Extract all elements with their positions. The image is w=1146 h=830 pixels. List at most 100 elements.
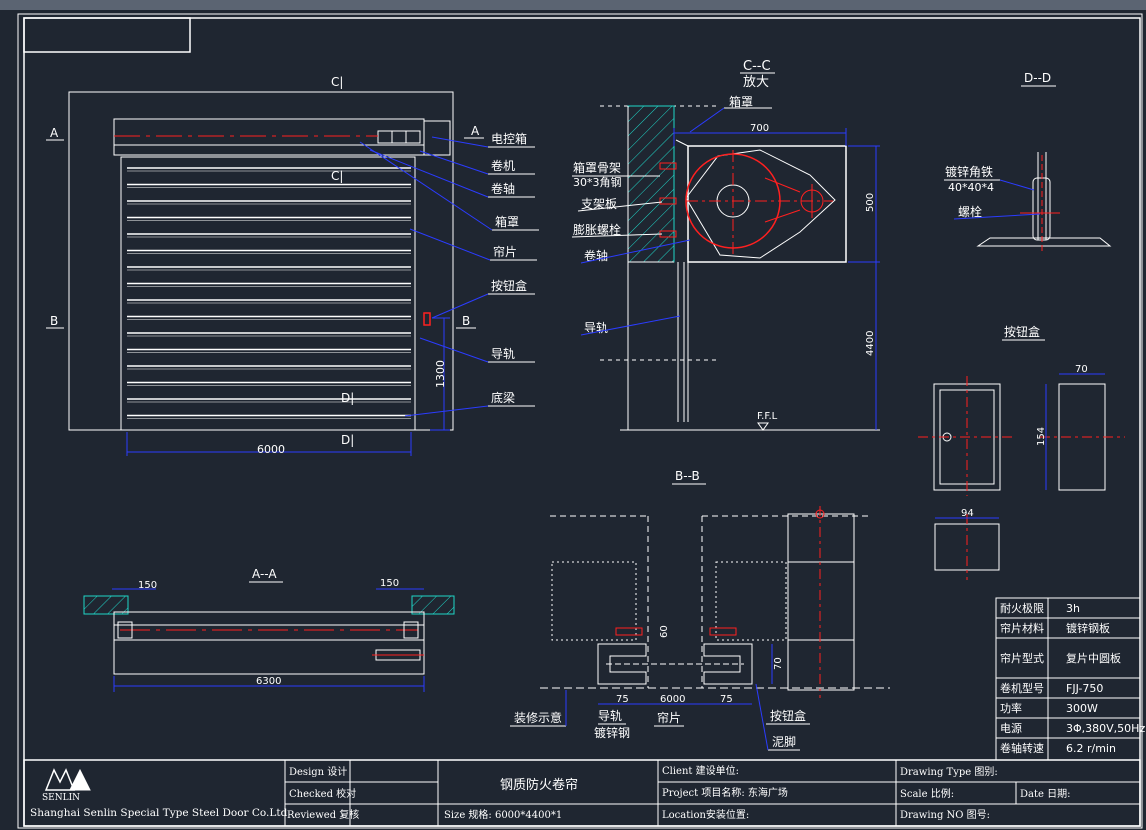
section-dd: D--D 镀锌角铁 40*40*4 螺栓 xyxy=(944,71,1112,252)
front-label-2: 卷机 xyxy=(491,158,515,173)
spec-value-3: 复片中圆板 xyxy=(1066,651,1121,665)
cc-dim-4400: 4400 xyxy=(865,331,876,356)
section-cc: C--C 放大 F.F.L 700 5 xyxy=(571,59,880,431)
spec-value-1: 3h xyxy=(1066,602,1080,615)
front-mark-b-left: B xyxy=(50,314,58,328)
front-section-d-label: D| xyxy=(341,391,354,405)
window-top-bar xyxy=(0,0,1146,10)
front-label-leader xyxy=(431,293,489,319)
tb-size: Size 规格: 6000*4400*1 xyxy=(444,808,562,821)
cc-wall-hatch xyxy=(627,105,675,263)
corner-label-box xyxy=(23,17,191,53)
cc-housing xyxy=(687,145,847,263)
aa-dim-150-right: 150 xyxy=(380,578,399,589)
tb-design: Design 设计 xyxy=(289,765,347,778)
spec-value-6: 3Φ,380V,50Hz xyxy=(1066,722,1145,735)
tb-project: Project 项目名称: 东海广场 xyxy=(662,786,788,799)
tb-drawing-type: Drawing Type 图别: xyxy=(900,766,998,778)
bb-dim-75-left: 75 xyxy=(616,694,629,705)
cc-dim-500: 500 xyxy=(865,193,876,212)
bb-label-decor: 装修示意 xyxy=(514,710,562,725)
cc-title: C--C xyxy=(743,59,771,74)
tb-reviewed: Reviewed 复核 xyxy=(287,808,359,821)
front-label-leader xyxy=(419,150,489,175)
front-section-c2-label: C| xyxy=(331,169,343,183)
front-label-5: 帘片 xyxy=(493,244,517,259)
spec-value-7: 6.2 r/min xyxy=(1066,742,1116,755)
spec-key-7: 卷轴转速 xyxy=(1000,741,1044,755)
cc-subtitle: 放大 xyxy=(743,75,769,90)
cc-ffl: F.F.L xyxy=(757,411,778,422)
front-section-c-label: C| xyxy=(331,75,343,89)
senlin-logo-icon xyxy=(44,768,91,791)
bb-label-slat: 帘片 xyxy=(657,710,681,725)
tb-scale: Scale 比例: xyxy=(900,787,954,800)
curtain-slats xyxy=(127,167,411,419)
front-label-leader xyxy=(431,136,489,148)
bb-dim-70: 70 xyxy=(773,657,784,670)
cc-dim-700: 700 xyxy=(750,123,769,134)
title-block: SENLIN Shanghai Senlin Special Type Stee… xyxy=(23,759,1141,827)
spec-value-2: 镀锌钢板 xyxy=(1066,621,1110,635)
tb-location: Location安装位置: xyxy=(662,808,749,821)
buttonbox-dim-94: 94 xyxy=(961,508,974,519)
front-mark-a-left: A xyxy=(50,126,59,140)
tb-drawing-title: 钢质防火卷帘 xyxy=(500,777,578,793)
cc-label-shaft: 卷轴 xyxy=(584,248,608,263)
front-label-leader xyxy=(409,228,491,261)
spec-value-5: 300W xyxy=(1066,702,1098,715)
bb-dim-75-right: 75 xyxy=(720,694,733,705)
front-mark-b-right: B xyxy=(462,314,470,328)
front-elevation: C| C| D| D| A A B B 6000 1300 电控箱卷机卷轴箱罩帘… xyxy=(46,75,539,456)
tb-checked: Checked 校对 xyxy=(289,787,356,800)
dd-label-angle: 镀锌角铁 xyxy=(945,165,993,179)
spec-key-2: 帘片材料 xyxy=(1000,621,1044,635)
dd-label-bolt: 螺栓 xyxy=(958,204,982,219)
front-mark-a-right: A xyxy=(471,124,480,138)
buttonbox-title: 按钮盒 xyxy=(1004,324,1040,339)
front-dim-button-height: 1300 xyxy=(434,360,447,388)
bb-dim-60: 60 xyxy=(659,625,670,638)
cc-label-rail: 导轨 xyxy=(584,321,608,335)
dd-label-angle-spec: 40*40*4 xyxy=(948,181,994,194)
front-dim-width: 6000 xyxy=(257,443,285,456)
drawing-canvas: C| C| D| D| A A B B 6000 1300 电控箱卷机卷轴箱罩帘… xyxy=(17,13,1145,829)
tb-drawing-no: Drawing NO 图号: xyxy=(900,809,990,821)
aa-dim-150-left: 150 xyxy=(138,580,157,591)
cc-label-frame-spec: 30*3角钢 xyxy=(573,176,622,189)
spec-key-6: 电源 xyxy=(1000,721,1022,735)
aa-title: A--A xyxy=(252,567,277,581)
cc-label-bolt: 膨胀螺栓 xyxy=(573,222,621,237)
bb-label-footing: 泥脚 xyxy=(772,734,796,749)
cc-label-box: 箱罩 xyxy=(729,94,753,109)
spec-key-4: 卷机型号 xyxy=(1000,681,1044,695)
spec-value-4: FJJ-750 xyxy=(1066,682,1103,695)
button-box-detail: 按钮盒 70 154 94 xyxy=(918,324,1125,580)
front-section-d2-label: D| xyxy=(341,433,354,447)
bb-label-buttonbox: 按钮盒 xyxy=(770,708,806,723)
bb-dim-6000: 6000 xyxy=(660,694,685,705)
front-label-6: 按钮盒 xyxy=(491,278,527,293)
cc-label-frame: 箱罩骨架 xyxy=(573,160,621,175)
inner-frame xyxy=(23,17,1141,827)
buttonbox-dim-70: 70 xyxy=(1075,364,1088,375)
bb-title: B--B xyxy=(675,469,700,483)
front-label-leader xyxy=(369,149,489,198)
front-label-4: 箱罩 xyxy=(495,214,519,229)
section-bb: B--B 75 6000 75 60 70 装修示意 导轨 镀锌钢 帘片 按钮盒 xyxy=(510,469,890,751)
tb-date: Date 日期: xyxy=(1020,788,1070,800)
front-label-leader xyxy=(419,337,489,363)
logo-text: SENLIN xyxy=(42,793,80,803)
button-box-marker xyxy=(423,312,431,326)
outer-frame xyxy=(17,13,1143,829)
spec-key-3: 帘片型式 xyxy=(1000,651,1044,665)
bb-label-rail2: 镀锌钢 xyxy=(594,726,630,740)
front-label-3: 卷轴 xyxy=(491,181,515,196)
front-label-7: 导轨 xyxy=(491,347,515,361)
buttonbox-dim-154: 154 xyxy=(1036,427,1047,446)
front-label-8: 底梁 xyxy=(491,390,515,405)
front-label-leader xyxy=(359,141,493,231)
aa-dim-6300: 6300 xyxy=(256,676,281,687)
